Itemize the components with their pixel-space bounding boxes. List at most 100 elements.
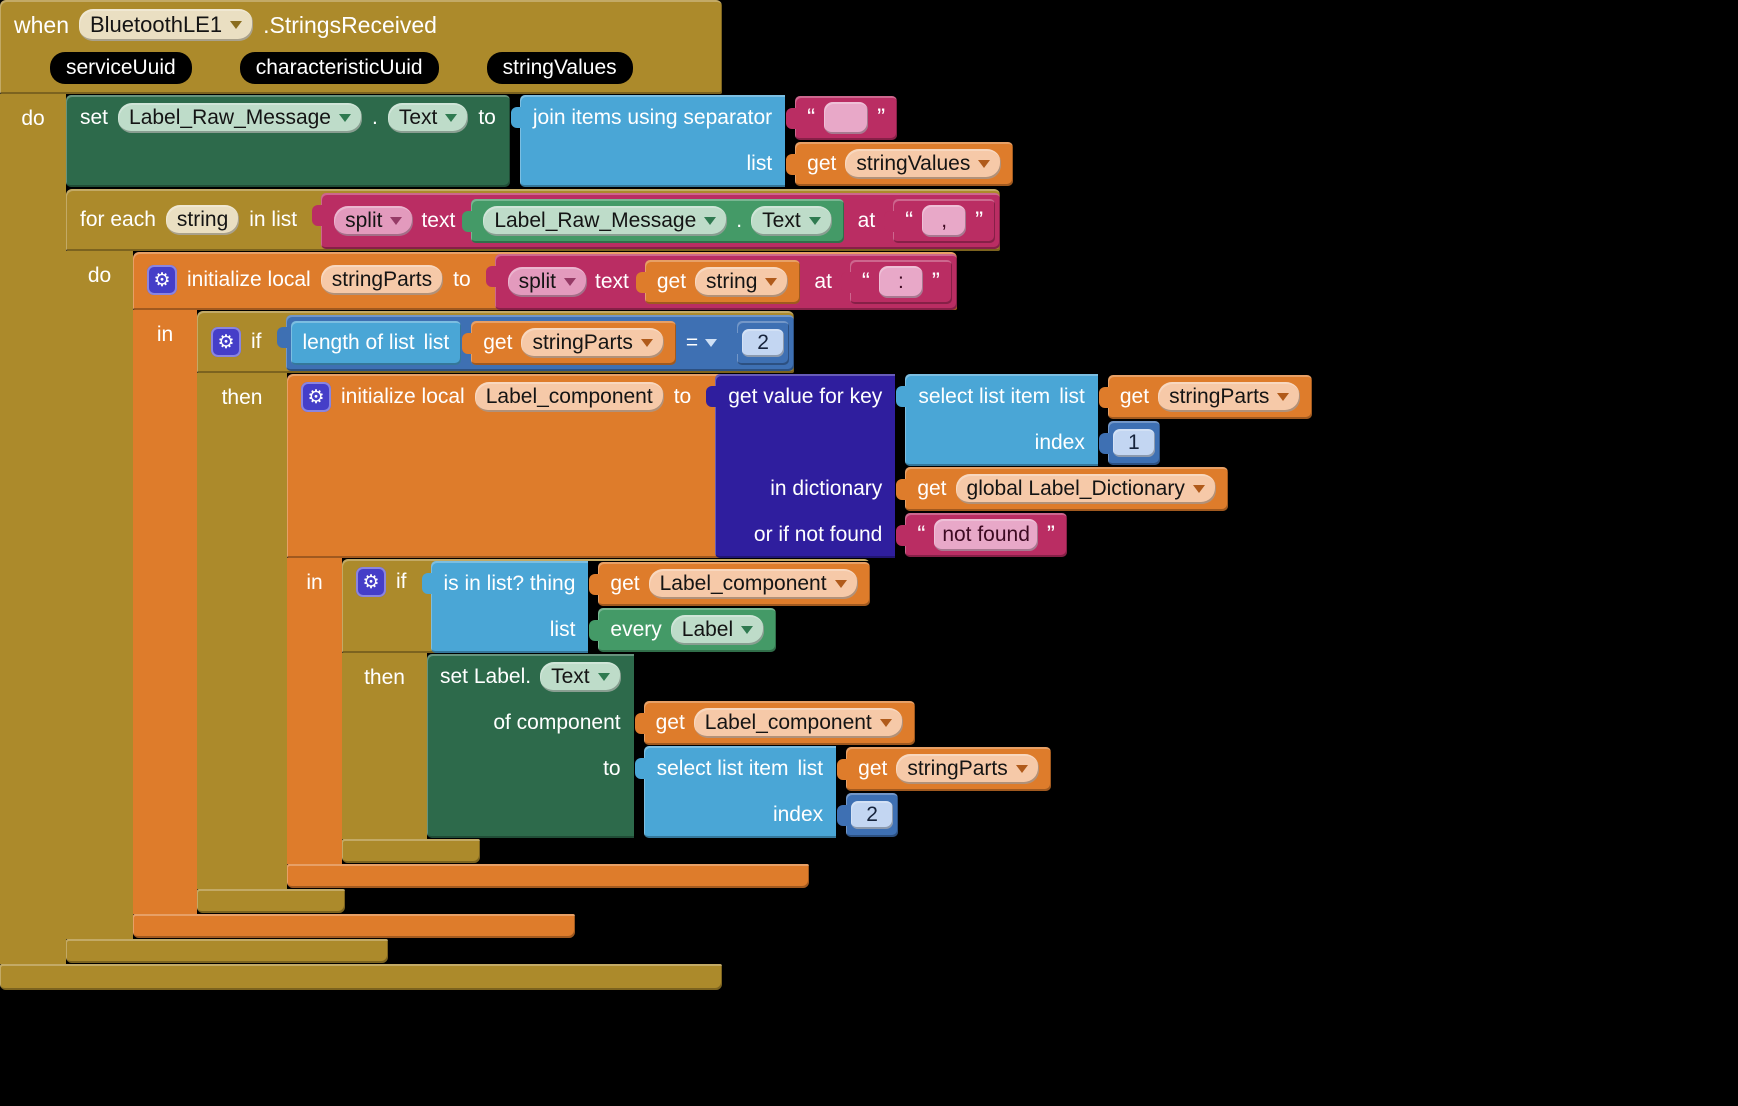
init-local-stringParts-block[interactable]: initialize local stringParts to split <box>133 252 1313 938</box>
getter-component-dropdown[interactable]: Label_Raw_Message <box>483 206 728 236</box>
of-component-socket-label: of component <box>493 711 621 734</box>
get-label-component-block[interactable]: get Label_component <box>634 701 915 745</box>
set-property-value: Text <box>398 106 438 129</box>
get-global-label-dictionary-block[interactable]: get global Label_Dictionary <box>896 467 1228 511</box>
event-name-label: .StringsReceived <box>263 11 437 38</box>
get-var-dropdown[interactable]: string <box>695 267 789 297</box>
getter-component-value: Label_Raw_Message <box>494 209 697 232</box>
mutator-gear-icon[interactable] <box>211 327 241 357</box>
comparison-op-dropdown[interactable]: = <box>685 331 718 355</box>
get-var-dropdown[interactable]: stringParts <box>521 328 664 358</box>
set-property-dropdown[interactable]: Text <box>540 662 621 692</box>
local-var-name-field[interactable]: Label_component <box>474 382 664 412</box>
set-property-dropdown[interactable]: Text <box>387 103 469 133</box>
join-items-block[interactable]: join items using separator “ ” list get <box>510 95 1014 187</box>
in-list-label: in list <box>249 208 298 231</box>
separator-string-block[interactable]: “ ” <box>786 96 898 140</box>
close-quote: ” <box>931 268 940 295</box>
every-label-block[interactable]: every Label <box>589 608 777 652</box>
number-1-block[interactable]: 1 <box>1098 421 1160 465</box>
get-var-dropdown[interactable]: Label_component <box>648 569 858 599</box>
open-quote: “ <box>807 104 816 131</box>
number-input[interactable]: 1 <box>1112 429 1155 457</box>
component-dropdown-value: BluetoothLE1 <box>89 12 223 37</box>
string-input[interactable] <box>824 102 869 134</box>
list-socket-label: list <box>1059 385 1085 408</box>
number-2-block[interactable]: 2 <box>728 321 790 365</box>
set-property-value: Text <box>551 665 590 688</box>
number-2-block[interactable]: 2 <box>837 793 899 837</box>
get-label: get <box>1119 385 1150 408</box>
if-label: if <box>396 570 407 593</box>
param-stringValues[interactable]: stringValues <box>486 52 633 84</box>
number-input[interactable]: 2 <box>851 801 894 829</box>
get-label: get <box>655 711 685 734</box>
get-stringParts-block[interactable]: get stringParts <box>462 321 676 365</box>
get-label-component-block[interactable]: get Label_component <box>589 562 870 606</box>
split-mode-dropdown[interactable]: split <box>334 206 414 236</box>
if-is-in-list-block[interactable]: if is in list? thing <box>342 559 1051 863</box>
string-input[interactable]: not found <box>934 519 1038 551</box>
set-label: set <box>80 106 109 129</box>
mutator-gear-icon[interactable] <box>356 567 386 597</box>
set-label-text-label: set Label. <box>440 665 532 688</box>
split-string-block[interactable]: split text get string <box>485 254 957 310</box>
event-block-foot <box>0 964 722 990</box>
when-label: when <box>14 11 69 38</box>
for-each-block[interactable]: for each string in list split text <box>66 189 1313 963</box>
mutator-gear-icon[interactable] <box>301 382 331 412</box>
get-var-dropdown[interactable]: stringParts <box>896 754 1039 784</box>
loop-var-field[interactable]: string <box>165 205 240 235</box>
when-strings-received-block[interactable]: when BluetoothLE1 .StringsReceived servi… <box>0 0 1313 990</box>
string-input[interactable]: , <box>922 205 967 237</box>
get-stringParts-block[interactable]: get stringParts <box>1098 375 1313 419</box>
split-text-block[interactable]: split text Label_Raw_Message . <box>312 193 1001 249</box>
for-each-label: for each <box>80 208 156 231</box>
get-stringParts-block[interactable]: get stringParts <box>837 747 1051 791</box>
init-local-label-component-block[interactable]: initialize local Label_component to <box>287 374 1313 888</box>
comparison-op-value: = <box>685 331 699 354</box>
comma-string-block[interactable]: “ , ” <box>884 199 996 243</box>
get-var-dropdown[interactable]: global Label_Dictionary <box>955 474 1216 504</box>
string-input[interactable]: : <box>878 266 923 298</box>
chevron-down-icon <box>765 278 778 286</box>
if-length-block[interactable]: if length of list list <box>197 311 1313 913</box>
colon-string-block[interactable]: “ : ” <box>840 260 952 304</box>
not-found-string-block[interactable]: “ not found ” <box>896 513 1067 557</box>
chevron-down-icon <box>834 580 847 588</box>
every-component-dropdown[interactable]: Label <box>670 615 765 645</box>
mutator-gear-icon[interactable] <box>147 265 177 295</box>
get-var-dropdown[interactable]: stringValues <box>845 149 1002 179</box>
in-dictionary-socket-label: in dictionary <box>770 477 883 500</box>
get-var-value: stringParts <box>1169 385 1270 408</box>
split-mode-dropdown[interactable]: split <box>507 267 587 297</box>
set-any-label-text-block[interactable]: set Label. Text <box>427 654 1051 838</box>
set-component-dropdown[interactable]: Label_Raw_Message <box>118 103 362 133</box>
split-mode-value: split <box>518 270 556 293</box>
get-stringValues-block[interactable]: get stringValues <box>786 142 1014 186</box>
component-dropdown[interactable]: BluetoothLE1 <box>78 9 254 41</box>
getter-property-dropdown[interactable]: Text <box>751 206 832 236</box>
init-local-foot <box>133 914 575 938</box>
split-mode-value: split <box>345 209 383 232</box>
param-serviceUuid[interactable]: serviceUuid <box>50 52 192 84</box>
set-raw-message-block[interactable]: set Label_Raw_Message . Text to <box>66 95 1014 187</box>
chevron-down-icon <box>563 278 576 286</box>
is-in-list-block[interactable]: is in list? thing get <box>421 561 870 653</box>
equals-block[interactable]: length of list list get stringP <box>276 315 795 371</box>
param-characteristicUuid[interactable]: characteristicUuid <box>239 52 439 84</box>
get-raw-message-text-block[interactable]: Label_Raw_Message . Text <box>462 199 844 243</box>
get-var-dropdown[interactable]: stringParts <box>1158 382 1301 412</box>
local-var-name-field[interactable]: stringParts <box>320 265 444 295</box>
chevron-down-icon <box>1192 485 1205 493</box>
number-input[interactable]: 2 <box>742 329 785 357</box>
length-of-list-block[interactable]: length of list list <box>290 321 462 365</box>
close-quote: ” <box>1046 521 1055 548</box>
at-socket-label: at <box>857 209 876 232</box>
get-string-block[interactable]: get string <box>635 260 801 304</box>
get-var-dropdown[interactable]: Label_component <box>693 708 903 738</box>
